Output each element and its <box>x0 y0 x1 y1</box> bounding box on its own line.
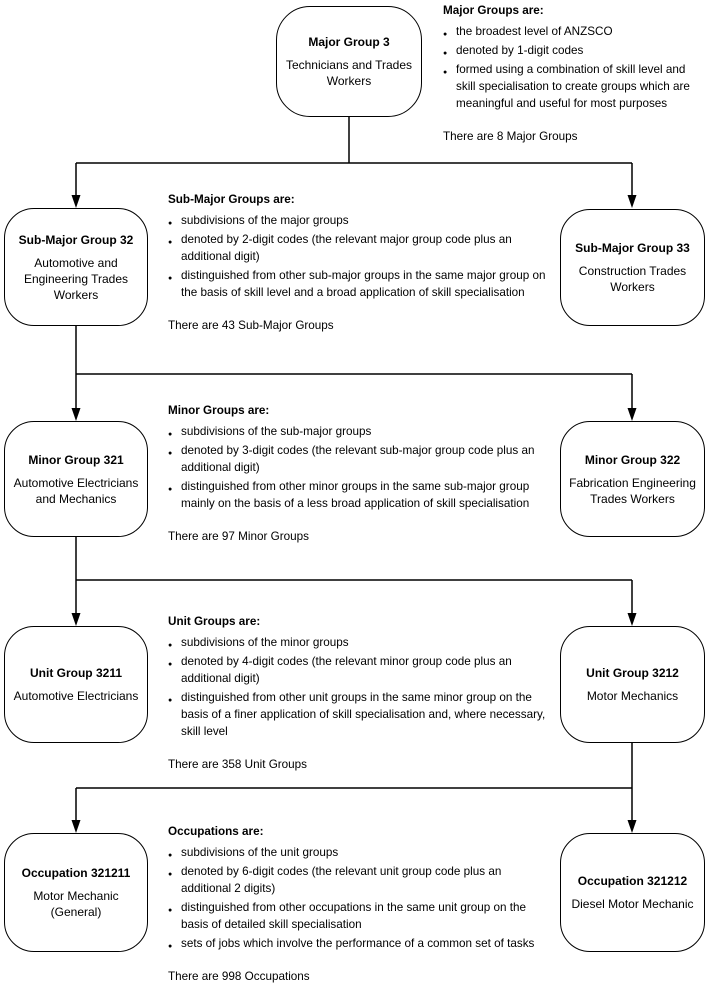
node-subtitle: Motor Mechanic (General) <box>33 889 119 919</box>
info-bullet: formed using a combination of skill leve… <box>443 61 707 112</box>
info-bullet: denoted by 4-digit codes (the relevant m… <box>168 653 554 687</box>
node-title: Unit Group 3211 <box>29 666 123 680</box>
node-title: Sub-Major Group 33 <box>575 241 690 255</box>
node-sub-major-group-33: Sub-Major Group 33 Construction Trades W… <box>560 209 705 326</box>
info-bullet: subdivisions of the minor groups <box>168 634 554 654</box>
arrow-down-icon <box>71 820 81 833</box>
info-bullet: denoted by 3-digit codes (the relevant s… <box>168 442 554 476</box>
info-bullet-list: subdivisions of the minor groups denoted… <box>168 634 554 740</box>
arrow-down-icon <box>71 195 81 208</box>
info-bullet: subdivisions of the major groups <box>168 212 554 232</box>
arrow-down-icon <box>627 195 637 208</box>
info-bullet: distinguished from other occupations in … <box>168 899 554 933</box>
arrow-down-icon <box>627 820 637 833</box>
info-heading: Sub-Major Groups are: <box>168 193 295 206</box>
info-bullet: subdivisions of the unit groups <box>168 844 554 864</box>
node-unit-group-3212: Unit Group 3212 Motor Mechanics <box>560 626 705 743</box>
info-minor-groups: Minor Groups are: subdivisions of the su… <box>168 402 554 545</box>
info-count: There are 97 Minor Groups <box>168 530 309 543</box>
node-occupation-321211: Occupation 321211 Motor Mechanic (Genera… <box>4 833 148 952</box>
arrow-down-icon <box>71 408 81 421</box>
arrow-down-icon <box>627 613 637 626</box>
info-bullet: distinguished from other unit groups in … <box>168 689 554 740</box>
info-bullet: denoted by 1-digit codes <box>443 42 707 62</box>
info-bullet: sets of jobs which involve the performan… <box>168 935 554 955</box>
info-bullet-list: the broadest level of ANZSCO denoted by … <box>443 23 707 112</box>
node-title: Major Group 3 <box>308 35 390 49</box>
node-subtitle: Automotive and Engineering Trades Worker… <box>23 255 129 302</box>
info-bullet: the broadest level of ANZSCO <box>443 23 707 43</box>
node-subtitle: Motor Mechanics <box>586 689 679 703</box>
node-title: Occupation 321211 <box>21 866 131 880</box>
node-minor-group-322: Minor Group 322 Fabrication Engineering … <box>560 421 705 537</box>
arrow-down-icon <box>627 408 637 421</box>
info-heading: Minor Groups are: <box>168 404 270 417</box>
node-subtitle: Automotive Electricians and Mechanics <box>13 475 139 506</box>
info-occupations: Occupations are: subdivisions of the uni… <box>168 823 554 985</box>
node-subtitle: Technicians and Trades Workers <box>285 58 413 88</box>
info-bullet: denoted by 2-digit codes (the relevant m… <box>168 231 554 265</box>
node-minor-group-321: Minor Group 321 Automotive Electricians … <box>4 421 148 537</box>
node-subtitle: Automotive Electricians <box>13 689 139 703</box>
info-bullet: distinguished from other minor groups in… <box>168 478 554 512</box>
info-major-groups: Major Groups are: the broadest level of … <box>443 2 707 145</box>
info-bullet-list: subdivisions of the sub-major groups den… <box>168 423 554 512</box>
info-bullet-list: subdivisions of the major groups denoted… <box>168 212 554 301</box>
node-sub-major-group-32: Sub-Major Group 32 Automotive and Engine… <box>4 208 148 326</box>
info-bullet: distinguished from other sub-major group… <box>168 267 554 301</box>
info-heading: Unit Groups are: <box>168 615 261 628</box>
node-title: Unit Group 3212 <box>586 666 679 680</box>
node-title: Minor Group 321 <box>28 452 124 467</box>
node-subtitle: Construction Trades Workers <box>578 264 687 294</box>
info-heading: Occupations are: <box>168 825 264 838</box>
info-count: There are 8 Major Groups <box>443 130 578 143</box>
node-major-group-3: Major Group 3 Technicians and Trades Wor… <box>276 6 422 117</box>
node-title: Occupation 321212 <box>577 874 688 888</box>
node-title: Sub-Major Group 32 <box>18 232 134 247</box>
info-unit-groups: Unit Groups are: subdivisions of the min… <box>168 613 554 773</box>
node-title: Minor Group 322 <box>584 452 681 467</box>
node-occupation-321212: Occupation 321212 Diesel Motor Mechanic <box>560 833 705 952</box>
info-count: There are 43 Sub-Major Groups <box>168 319 334 332</box>
info-count: There are 358 Unit Groups <box>168 758 308 771</box>
node-unit-group-3211: Unit Group 3211 Automotive Electricians <box>4 626 148 743</box>
info-bullet: denoted by 6-digit codes (the relevant u… <box>168 863 554 897</box>
info-bullet: subdivisions of the sub-major groups <box>168 423 554 443</box>
node-subtitle: Fabrication Engineering Trades Workers <box>569 475 696 506</box>
info-heading: Major Groups are: <box>443 4 544 17</box>
info-bullet-list: subdivisions of the unit groups denoted … <box>168 844 554 955</box>
arrow-down-icon <box>71 613 81 626</box>
info-count: There are 998 Occupations <box>168 970 310 983</box>
node-subtitle: Diesel Motor Mechanic <box>571 897 694 911</box>
info-sub-major-groups: Sub-Major Groups are: subdivisions of th… <box>168 191 554 334</box>
